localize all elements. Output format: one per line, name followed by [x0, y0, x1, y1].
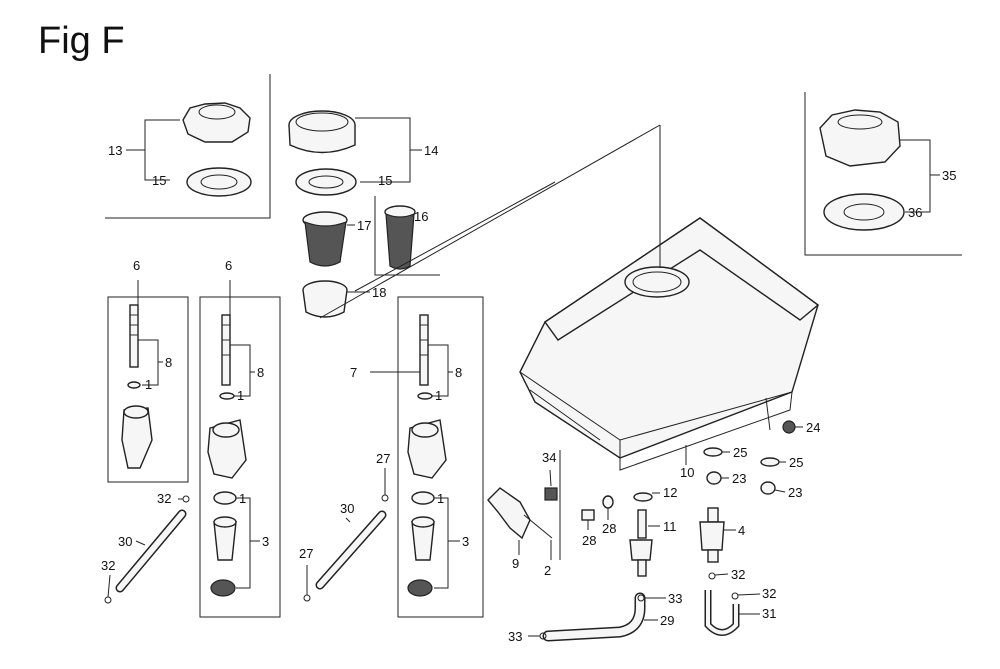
fuel-tube-30a [115, 509, 187, 593]
callout-32d: 32 [762, 586, 776, 601]
callout-15b: 15 [378, 173, 392, 188]
callout-1a: 1 [145, 377, 152, 392]
cap-gasket-15a [186, 167, 252, 197]
screw-2 [523, 514, 553, 539]
callout-30b: 30 [340, 501, 354, 516]
callout-27b: 27 [299, 546, 313, 561]
tube-clip-27a [381, 494, 389, 502]
tube-clip-32b [104, 596, 112, 604]
callout-33a: 33 [508, 629, 522, 644]
callout-6b: 6 [225, 258, 232, 273]
fuel-cap-35 [819, 109, 901, 167]
callout-36: 36 [908, 205, 922, 220]
fuel-strainer-16 [384, 205, 416, 270]
callout-10: 10 [680, 465, 694, 480]
callout-4: 4 [738, 523, 745, 538]
callout-28b: 28 [602, 521, 616, 536]
callout-labels: 13 15 14 15 17 16 18 35 36 6 8 1 6 8 1 1… [101, 143, 956, 644]
callout-1d: 1 [435, 388, 442, 403]
strainer-holder-18 [302, 280, 348, 318]
fuel-valve-assembly-b [207, 314, 247, 597]
callout-12: 12 [663, 485, 677, 500]
fuel-valve-lever-9 [487, 487, 531, 540]
washer-25a [703, 447, 723, 457]
fuel-cap-14 [288, 110, 356, 154]
fuel-strainer-17 [302, 211, 348, 267]
callout-15a: 15 [152, 173, 166, 188]
callout-32a: 32 [157, 491, 171, 506]
cap-gasket-36 [823, 193, 905, 231]
callout-18: 18 [372, 285, 386, 300]
callout-8c: 8 [455, 365, 462, 380]
callout-1c: 1 [239, 491, 246, 506]
callout-3a: 3 [262, 534, 269, 549]
cap-gasket-15b [295, 168, 357, 196]
callout-34: 34 [542, 450, 556, 465]
callout-16: 16 [414, 209, 428, 224]
callout-6a: 6 [133, 258, 140, 273]
callout-11: 11 [663, 519, 677, 534]
washer-12 [633, 492, 653, 502]
callout-1b: 1 [237, 388, 244, 403]
callout-7: 7 [350, 365, 357, 380]
callout-13: 13 [108, 143, 122, 158]
fuel-filter-4 [699, 507, 725, 563]
callout-2: 2 [544, 563, 551, 578]
fuel-tank [519, 217, 820, 471]
callout-32b: 32 [101, 558, 115, 573]
callout-29: 29 [660, 613, 674, 628]
tube-clip-32d [731, 592, 739, 600]
callout-32c: 32 [731, 567, 745, 582]
callout-25a: 25 [733, 445, 747, 460]
callout-14: 14 [424, 143, 438, 158]
callout-23b: 23 [788, 485, 802, 500]
callout-9: 9 [512, 556, 519, 571]
callout-3b: 3 [462, 534, 469, 549]
callout-30a: 30 [118, 534, 132, 549]
callout-27a: 27 [376, 451, 390, 466]
callout-23a: 23 [732, 471, 746, 486]
bolt-34 [544, 487, 558, 501]
fuel-filter-11 [629, 509, 653, 577]
nut-23b [760, 481, 776, 495]
callout-31: 31 [762, 606, 776, 621]
callout-24: 24 [806, 420, 820, 435]
fuel-valve-assembly-c [407, 314, 447, 597]
fuel-tube-29 [542, 592, 646, 642]
leader-lines [107, 117, 940, 637]
callout-8b: 8 [257, 365, 264, 380]
figure-title: Fig F [38, 20, 125, 62]
callout-8a: 8 [165, 355, 172, 370]
tube-clip-32a [182, 495, 190, 503]
callout-28a: 28 [582, 533, 596, 548]
callout-33b: 33 [668, 591, 682, 606]
tube-clip-32c [708, 572, 716, 580]
fuel-valve-assembly-a [121, 304, 153, 469]
panel-frames [105, 74, 962, 618]
callout-35: 35 [942, 168, 956, 183]
nut-28b [602, 495, 614, 509]
washer-25b [760, 457, 780, 467]
fuel-tube-30b [315, 510, 387, 590]
tube-clip-27b [303, 594, 311, 602]
callout-17: 17 [357, 218, 371, 233]
bolt-28a [581, 509, 595, 521]
nut-24 [782, 420, 796, 434]
nut-23a [706, 471, 722, 485]
fuel-cap-13 [182, 102, 251, 143]
callout-25b: 25 [789, 455, 803, 470]
callout-1e: 1 [437, 491, 444, 506]
